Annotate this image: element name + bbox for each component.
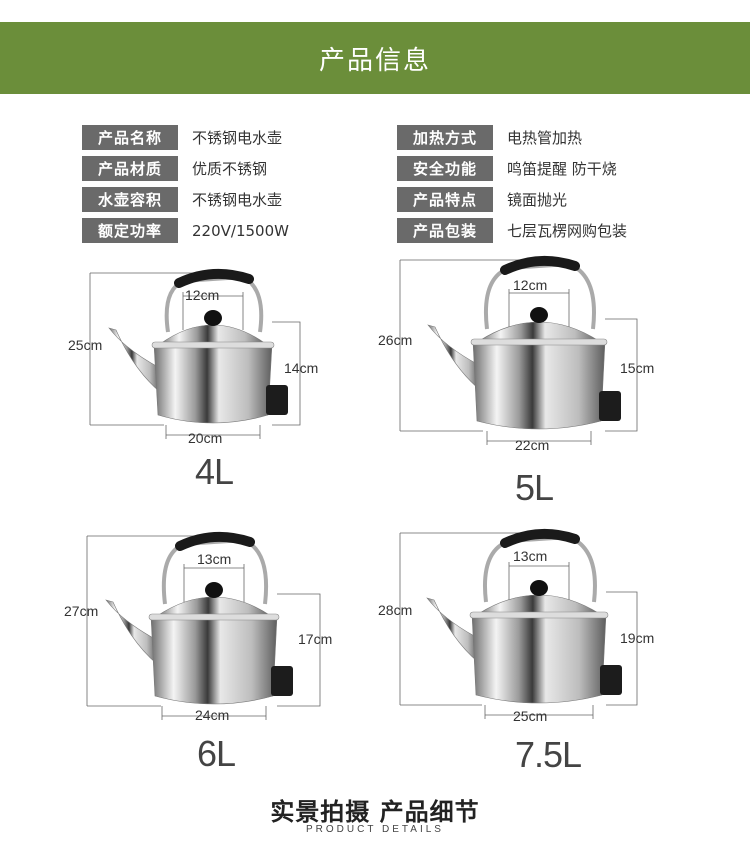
total-height-label: 27cm: [64, 603, 99, 619]
spec-value: 七层瓦楞网购包装: [507, 222, 628, 240]
capacity-label: 4L: [195, 451, 234, 492]
capacity-label: 7.5L: [515, 734, 582, 775]
spec-value: 电热管加热: [507, 129, 583, 147]
total-height-label: 28cm: [378, 602, 413, 618]
spec-value: 不锈钢电水壶: [192, 129, 283, 147]
capacity-label: 6L: [197, 733, 236, 774]
spec-row: 产品包装七层瓦楞网购包装: [397, 215, 627, 246]
spec-row: 加热方式电热管加热: [397, 122, 627, 153]
spec-row: 产品名称不锈钢电水壶: [82, 122, 289, 153]
spec-value: 鸣笛提醒 防干烧: [507, 160, 617, 178]
body-height-label: 15cm: [620, 360, 655, 376]
spec-value: 镜面抛光: [507, 191, 568, 209]
spec-table-right: 加热方式电热管加热 安全功能鸣笛提醒 防干烧 产品特点镜面抛光 产品包装七层瓦楞…: [397, 122, 627, 246]
spec-row: 产品材质优质不锈钢: [82, 153, 289, 184]
lid-width-label: 12cm: [185, 287, 220, 303]
spec-key: 额定功率: [82, 218, 178, 243]
lid-width-label: 13cm: [197, 551, 232, 567]
base-width-label: 25cm: [513, 708, 548, 724]
header-banner: 产品信息: [0, 22, 750, 94]
total-height-label: 26cm: [378, 332, 413, 348]
spec-value: 优质不锈钢: [192, 160, 268, 178]
spec-key: 加热方式: [397, 125, 493, 150]
body-height-label: 19cm: [620, 630, 655, 646]
spec-key: 产品材质: [82, 156, 178, 181]
footer-title: 实景拍摄 产品细节: [270, 798, 480, 826]
kettle-4l: 12cm 25cm 14cm 20cm 4L: [60, 265, 350, 495]
spec-key: 安全功能: [397, 156, 493, 181]
total-height-label: 25cm: [68, 337, 103, 353]
spec-row: 水壶容积不锈钢电水壶: [82, 184, 289, 215]
kettle-6l: 13cm 27cm 17cm 24cm 6L: [62, 528, 362, 778]
spec-row: 安全功能鸣笛提醒 防干烧: [397, 153, 627, 184]
spec-row: 产品特点镜面抛光: [397, 184, 627, 215]
footer-subtitle: PRODUCT DETAILS: [306, 824, 444, 835]
kettle-image: [399, 255, 638, 445]
spec-row: 额定功率 220V/1500W: [82, 215, 289, 246]
spec-key: 产品包装: [397, 218, 493, 243]
spec-key: 水壶容积: [82, 187, 178, 212]
spec-value: 220V/1500W: [192, 221, 289, 240]
base-width-label: 24cm: [195, 707, 230, 723]
base-width-label: 22cm: [515, 437, 550, 453]
spec-value: 不锈钢电水壶: [192, 191, 283, 209]
lid-width-label: 13cm: [513, 548, 548, 564]
body-height-label: 14cm: [284, 360, 319, 376]
capacity-label: 5L: [515, 467, 554, 508]
spec-key: 产品特点: [397, 187, 493, 212]
kettle-5l: 12cm 26cm 15cm 22cm 5L: [375, 255, 705, 510]
kettle-7-5l: 13cm 28cm 19cm 25cm 7.5L: [375, 525, 695, 780]
lid-width-label: 12cm: [513, 277, 548, 293]
kettle-image: [86, 531, 321, 720]
kettle-image: [89, 268, 301, 439]
spec-key: 产品名称: [82, 125, 178, 150]
body-height-label: 17cm: [298, 631, 333, 647]
base-width-label: 20cm: [188, 430, 223, 446]
kettle-image: [399, 528, 638, 719]
banner-title: 产品信息: [318, 45, 431, 76]
